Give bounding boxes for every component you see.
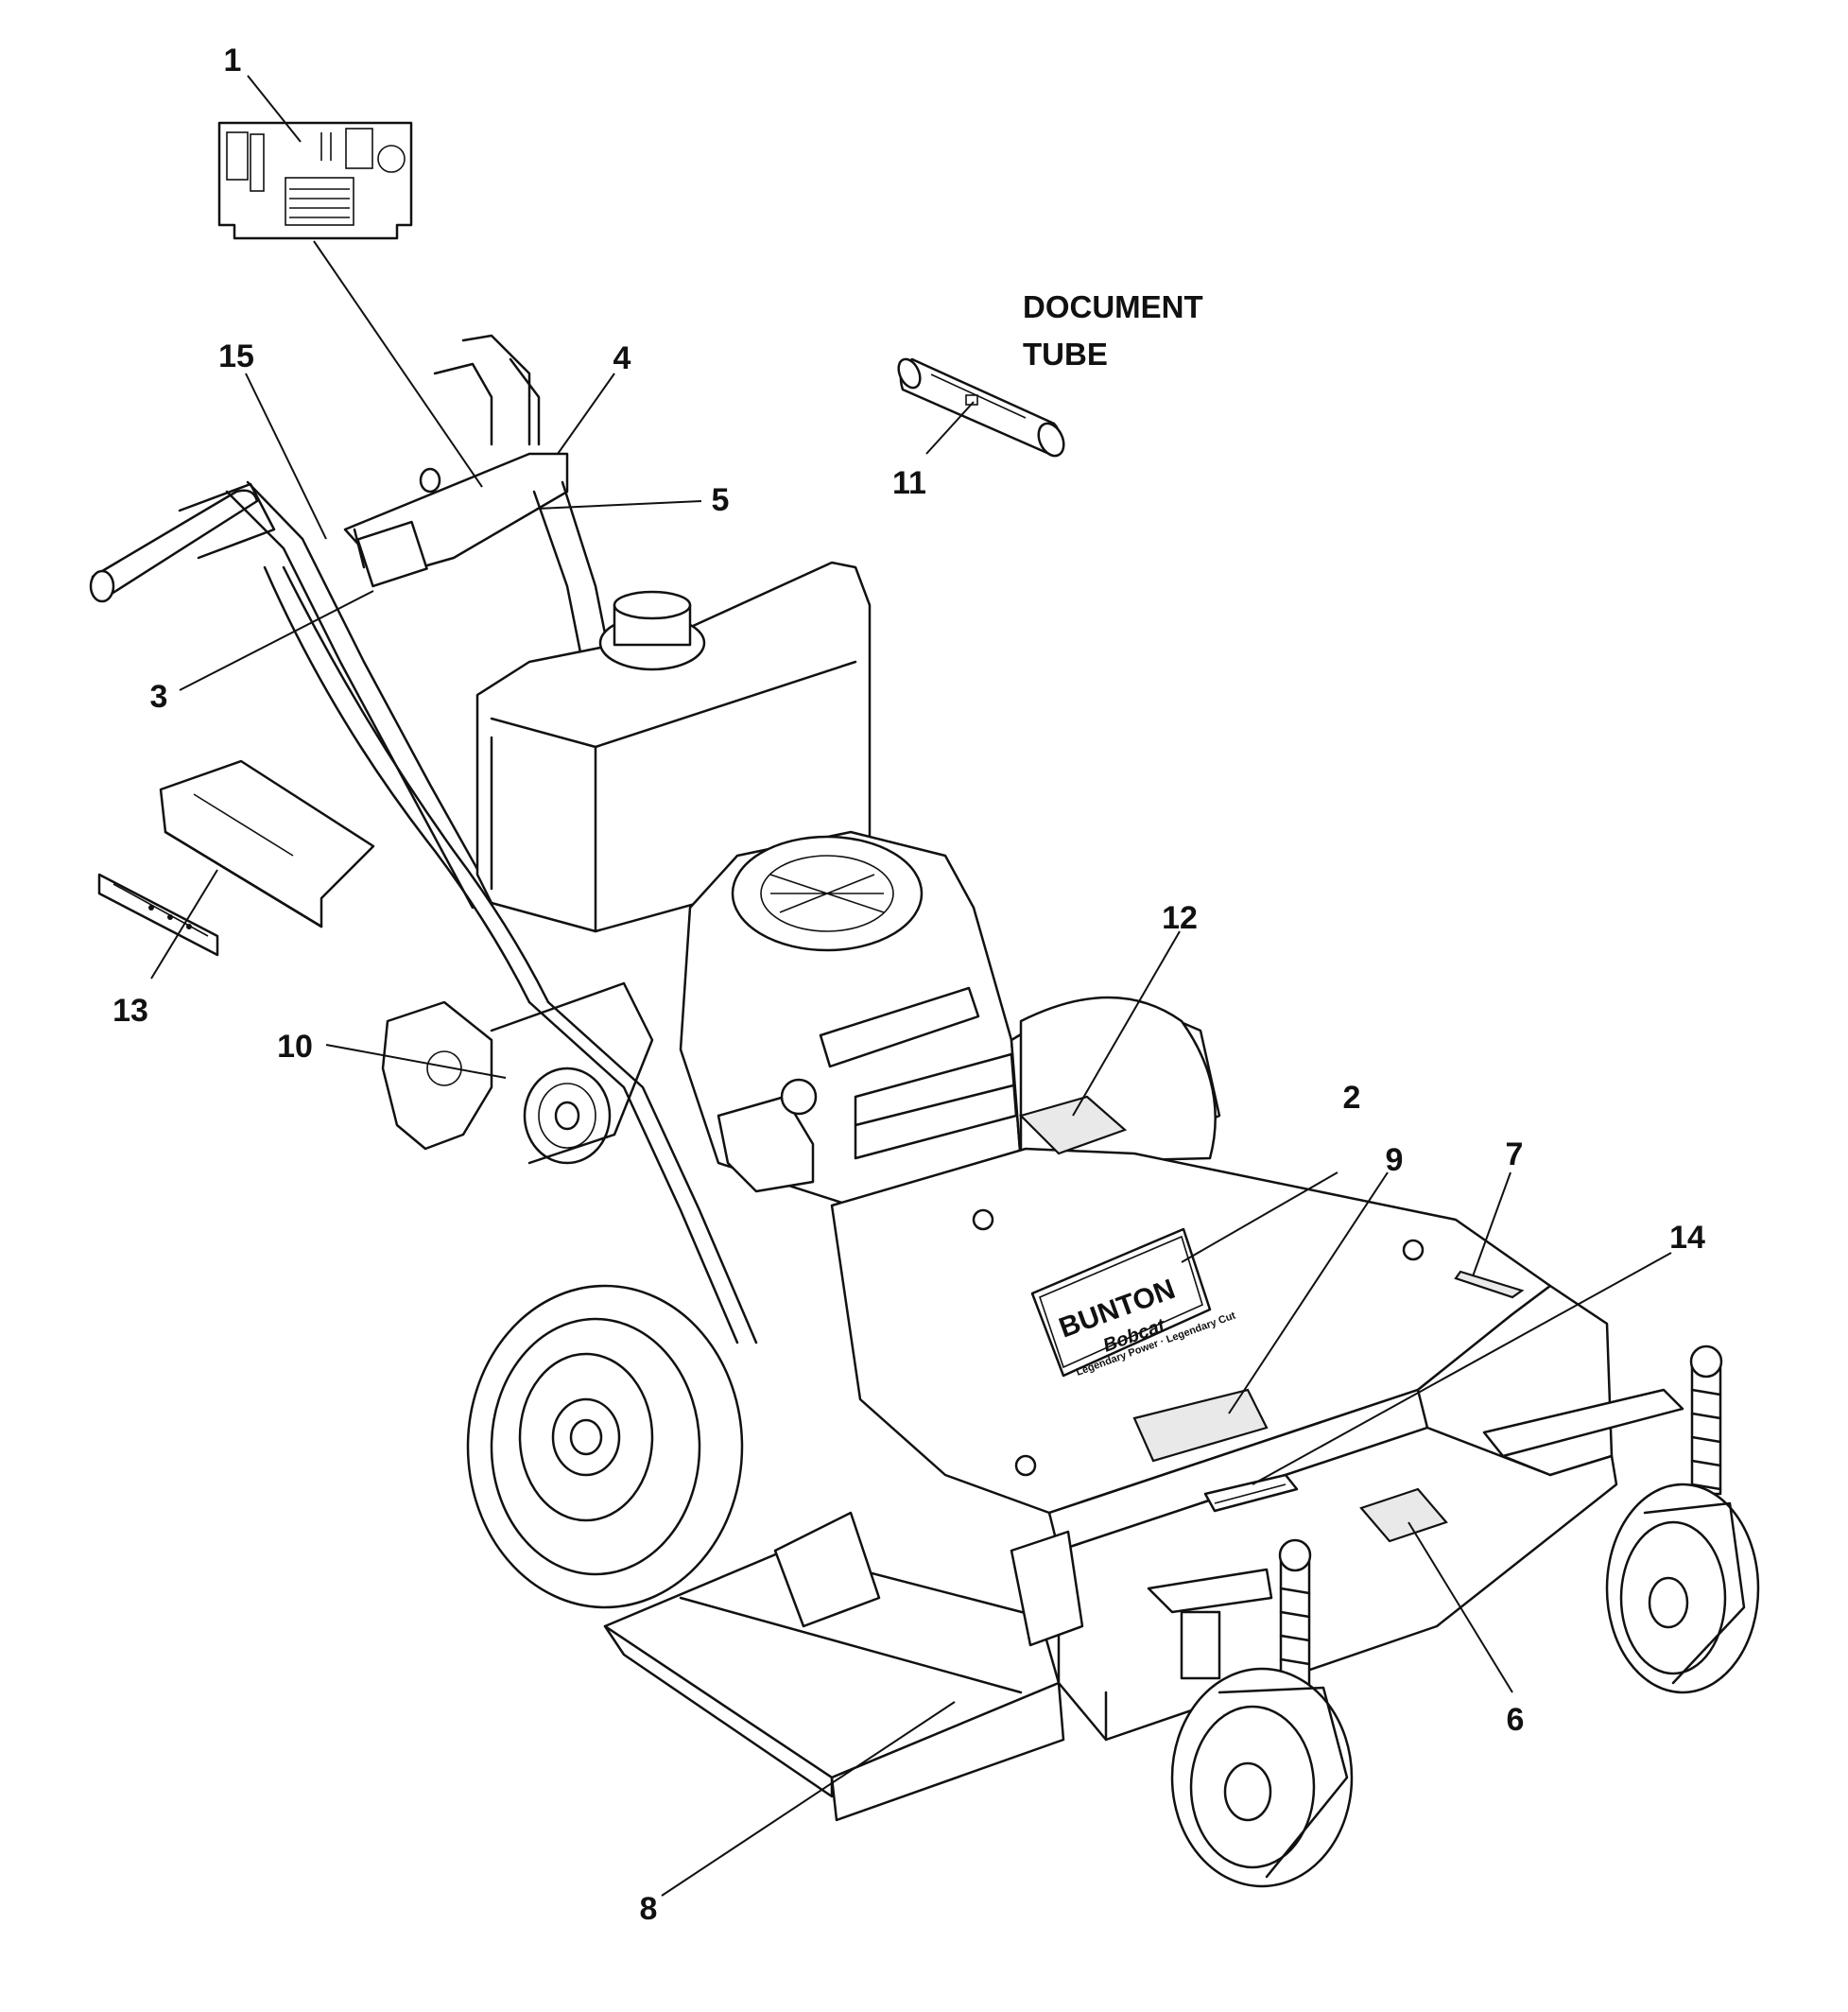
callout-8[interactable]: 8 — [640, 1891, 658, 1927]
callout-1[interactable]: 1 — [224, 43, 242, 78]
callout-10[interactable]: 10 — [277, 1029, 313, 1065]
decal-part-7 — [1454, 1270, 1525, 1299]
instruction-decal-part-1[interactable] — [217, 121, 413, 240]
decal-part-12 — [1018, 1095, 1128, 1155]
callout-11[interactable]: 11 — [892, 465, 926, 501]
decal-part-6 — [1359, 1487, 1448, 1543]
callout-15[interactable]: 15 — [218, 338, 254, 374]
callout-14[interactable]: 14 — [1669, 1220, 1705, 1256]
leader-lines — [150, 75, 1672, 1897]
callout-numbers: 1 2 3 4 5 6 7 8 9 10 11 12 13 14 15 — [112, 43, 1705, 1927]
right-front-caster — [1482, 1344, 1760, 1694]
fuel-tank — [475, 561, 872, 933]
document-tube-subtitle: TUBE — [1023, 337, 1108, 372]
callout-9[interactable]: 9 — [1386, 1142, 1404, 1178]
callout-3[interactable]: 3 — [150, 679, 168, 715]
callout-13[interactable]: 13 — [112, 993, 148, 1029]
bracket-part-13[interactable] — [97, 759, 375, 957]
mower-deck — [830, 996, 1618, 1742]
belt-guard-part-10[interactable] — [381, 981, 758, 1344]
callout-4[interactable]: 4 — [613, 340, 631, 376]
callout-6[interactable]: 6 — [1507, 1702, 1525, 1738]
callout-5[interactable]: 5 — [712, 482, 730, 518]
document-tube-title: DOCUMENT — [1023, 289, 1203, 324]
callout-12[interactable]: 12 — [1162, 900, 1198, 936]
engine — [679, 830, 1023, 1207]
left-front-caster — [1147, 1538, 1354, 1888]
callout-7[interactable]: 7 — [1506, 1136, 1524, 1172]
discharge-chute — [603, 1511, 1084, 1822]
left-drive-wheel — [466, 1284, 744, 1609]
callout-2[interactable]: 2 — [1343, 1080, 1361, 1116]
